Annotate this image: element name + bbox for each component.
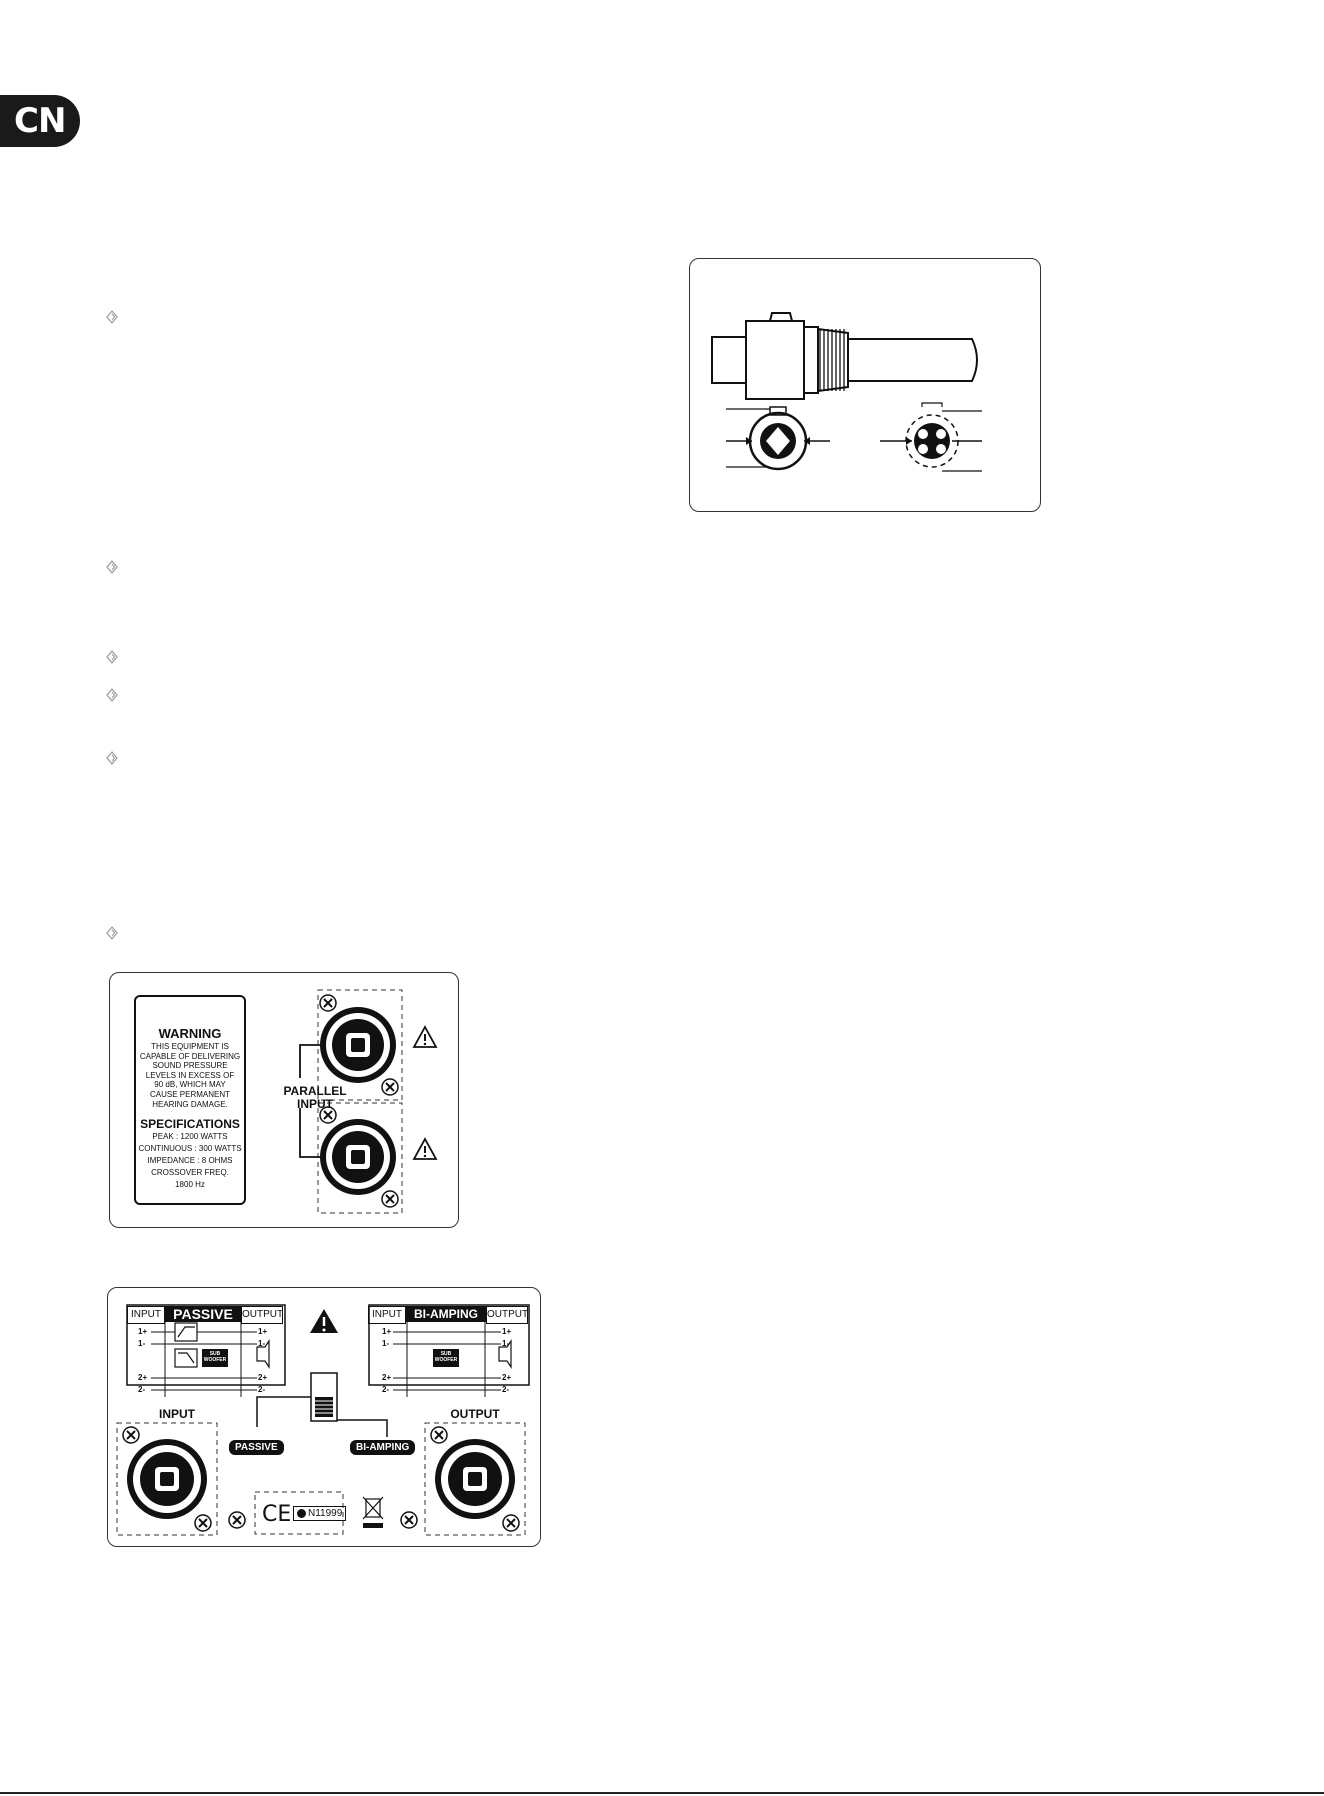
pin-label: 2+ — [138, 1373, 148, 1382]
warning-line: CAUSE PERMANENT — [149, 1089, 230, 1099]
connector-figure — [689, 258, 1041, 512]
input-label: INPUT — [159, 1407, 195, 1421]
pin-label: 1- — [382, 1339, 390, 1348]
bullet-icon — [106, 688, 118, 702]
warning-title: WARNING — [158, 1026, 222, 1041]
spec-line: CROSSOVER FREQ. — [151, 1168, 229, 1178]
warning-line: CAPABLE OF DELIVERING — [139, 1051, 241, 1061]
spec-line: CONTINUOUS : 300 WATTS — [138, 1144, 242, 1154]
pin-label: 2+ — [502, 1373, 512, 1382]
output-label: OUTPUT — [450, 1407, 500, 1421]
biamp-pill: BI-AMPING — [350, 1440, 416, 1455]
ce-mark: CE — [262, 1502, 292, 1527]
pin-label: 2+ — [382, 1373, 392, 1382]
pin-label: 1+ — [502, 1327, 512, 1336]
parallel-input-label: PARALLEL INPUT — [278, 1085, 352, 1111]
parallel-label-line: PARALLEL — [283, 1084, 347, 1098]
warning-line: 90 dB, WHICH MAY — [154, 1080, 226, 1090]
cert-code: N11999 — [293, 1506, 347, 1521]
cert-icon — [297, 1509, 306, 1518]
speakon-connector-illustration — [711, 312, 982, 472]
bullet-icon — [106, 926, 118, 940]
warning-line: SOUND PRESSURE — [152, 1061, 228, 1071]
warning-line: THIS EQUIPMENT IS — [151, 1042, 229, 1051]
pin-label: 1+ — [258, 1327, 268, 1336]
bullet-icon — [106, 560, 118, 574]
pin-label: 1- — [258, 1339, 266, 1348]
rear-label-figure — [109, 972, 459, 1228]
pin-label: 2- — [502, 1385, 510, 1394]
pin-label: 2- — [138, 1385, 146, 1394]
pin-label: 2- — [382, 1385, 390, 1394]
pin-label: 1+ — [138, 1327, 148, 1336]
biamp-output-tag: OUTPUT — [486, 1306, 528, 1324]
passive-pill: PASSIVE — [229, 1440, 284, 1455]
passive-output-tag: OUTPUT — [241, 1306, 283, 1324]
bullet-icon — [106, 650, 118, 664]
passive-tag: PASSIVE — [165, 1306, 241, 1322]
pin-label: 1- — [502, 1339, 510, 1348]
spec-line: 1800 Hz — [175, 1180, 205, 1190]
pin-label: 2+ — [258, 1373, 268, 1382]
spec-line: IMPEDANCE : 8 OHMS — [147, 1156, 233, 1166]
parallel-input-connectors — [299, 989, 438, 1214]
pin-label: 1+ — [382, 1327, 392, 1336]
pin-label: 2- — [258, 1385, 266, 1394]
bullet-icon — [106, 310, 118, 324]
language-tab: CN — [0, 95, 80, 147]
cert-code-text: N11999 — [308, 1508, 343, 1519]
sub-woofer-label: SUB WOOFER — [434, 1351, 458, 1363]
warning-line: LEVELS IN EXCESS OF — [145, 1070, 235, 1080]
wiring-diagrams — [116, 1304, 530, 1536]
sub-woofer-label: SUB WOOFER — [203, 1351, 227, 1363]
warning-line: HEARING DAMAGE. — [152, 1099, 228, 1109]
parallel-label-line: INPUT — [297, 1097, 333, 1111]
spec-line: PEAK : 1200 WATTS — [152, 1132, 228, 1142]
footer-line — [0, 1792, 1324, 1794]
biamp-tag: BI-AMPING — [406, 1306, 486, 1322]
warning-box: WARNING THIS EQUIPMENT IS CAPABLE OF DEL… — [134, 995, 246, 1205]
pin-label: 1- — [138, 1339, 146, 1348]
spec-title: SPECIFICATIONS — [140, 1117, 240, 1132]
bullet-icon — [106, 751, 118, 765]
